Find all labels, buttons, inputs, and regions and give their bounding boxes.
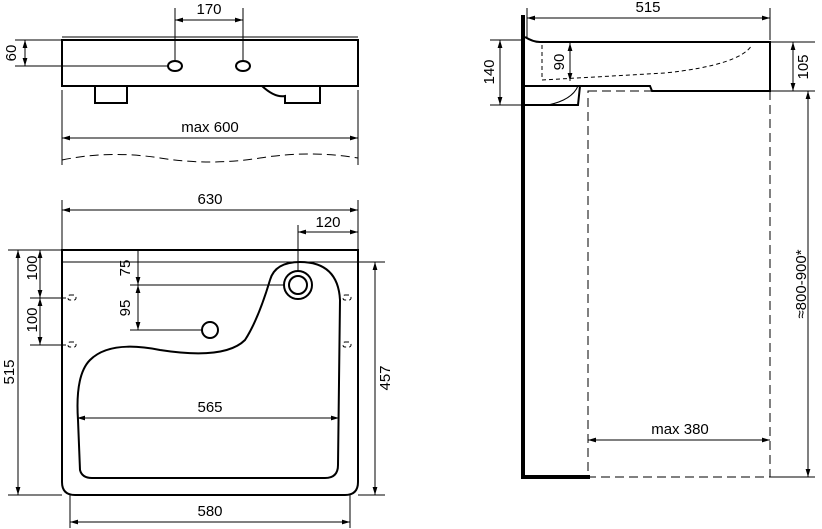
- tap-hole-icon: [201, 321, 219, 339]
- dim-mount-height: ≈800-900*: [793, 249, 810, 318]
- dim-bottom-width: 580: [197, 503, 222, 520]
- floor-line: [61, 153, 359, 163]
- dim-tap-depth: 95: [117, 300, 134, 317]
- dim-tap-height: 60: [3, 45, 20, 62]
- dim-tap-spacing: 170: [196, 1, 221, 18]
- dim-side-depth: 515: [635, 0, 660, 16]
- dim-overall-width: 630: [197, 191, 222, 208]
- pedestal-outline: [587, 90, 771, 478]
- dim-fixing-1: 100: [24, 255, 41, 280]
- dim-pedestal-depth: max 380: [651, 421, 709, 438]
- dim-bowl-depth: 90: [551, 54, 568, 71]
- dim-height: 140: [481, 59, 498, 84]
- dim-max-width: max 600: [181, 119, 239, 136]
- tap-hole-icon: [167, 60, 183, 72]
- dim-rim-height: 105: [795, 54, 812, 79]
- plan-view: 630 120 75 95 100 100 515 457 565 580: [1, 191, 394, 528]
- dim-bowl-width: 565: [197, 399, 222, 416]
- front-view: 170 60 max 600: [3, 1, 359, 165]
- tap-hole-icon: [235, 60, 251, 72]
- dim-fixing-2: 100: [24, 307, 41, 332]
- dim-drain-depth: 75: [117, 260, 134, 277]
- dim-drain-offset: 120: [315, 214, 340, 231]
- dim-inner-depth: 457: [377, 365, 394, 390]
- side-view: 515 140 90 105 ≈800-900* max 380: [481, 0, 815, 479]
- dim-overall-depth: 515: [1, 359, 18, 384]
